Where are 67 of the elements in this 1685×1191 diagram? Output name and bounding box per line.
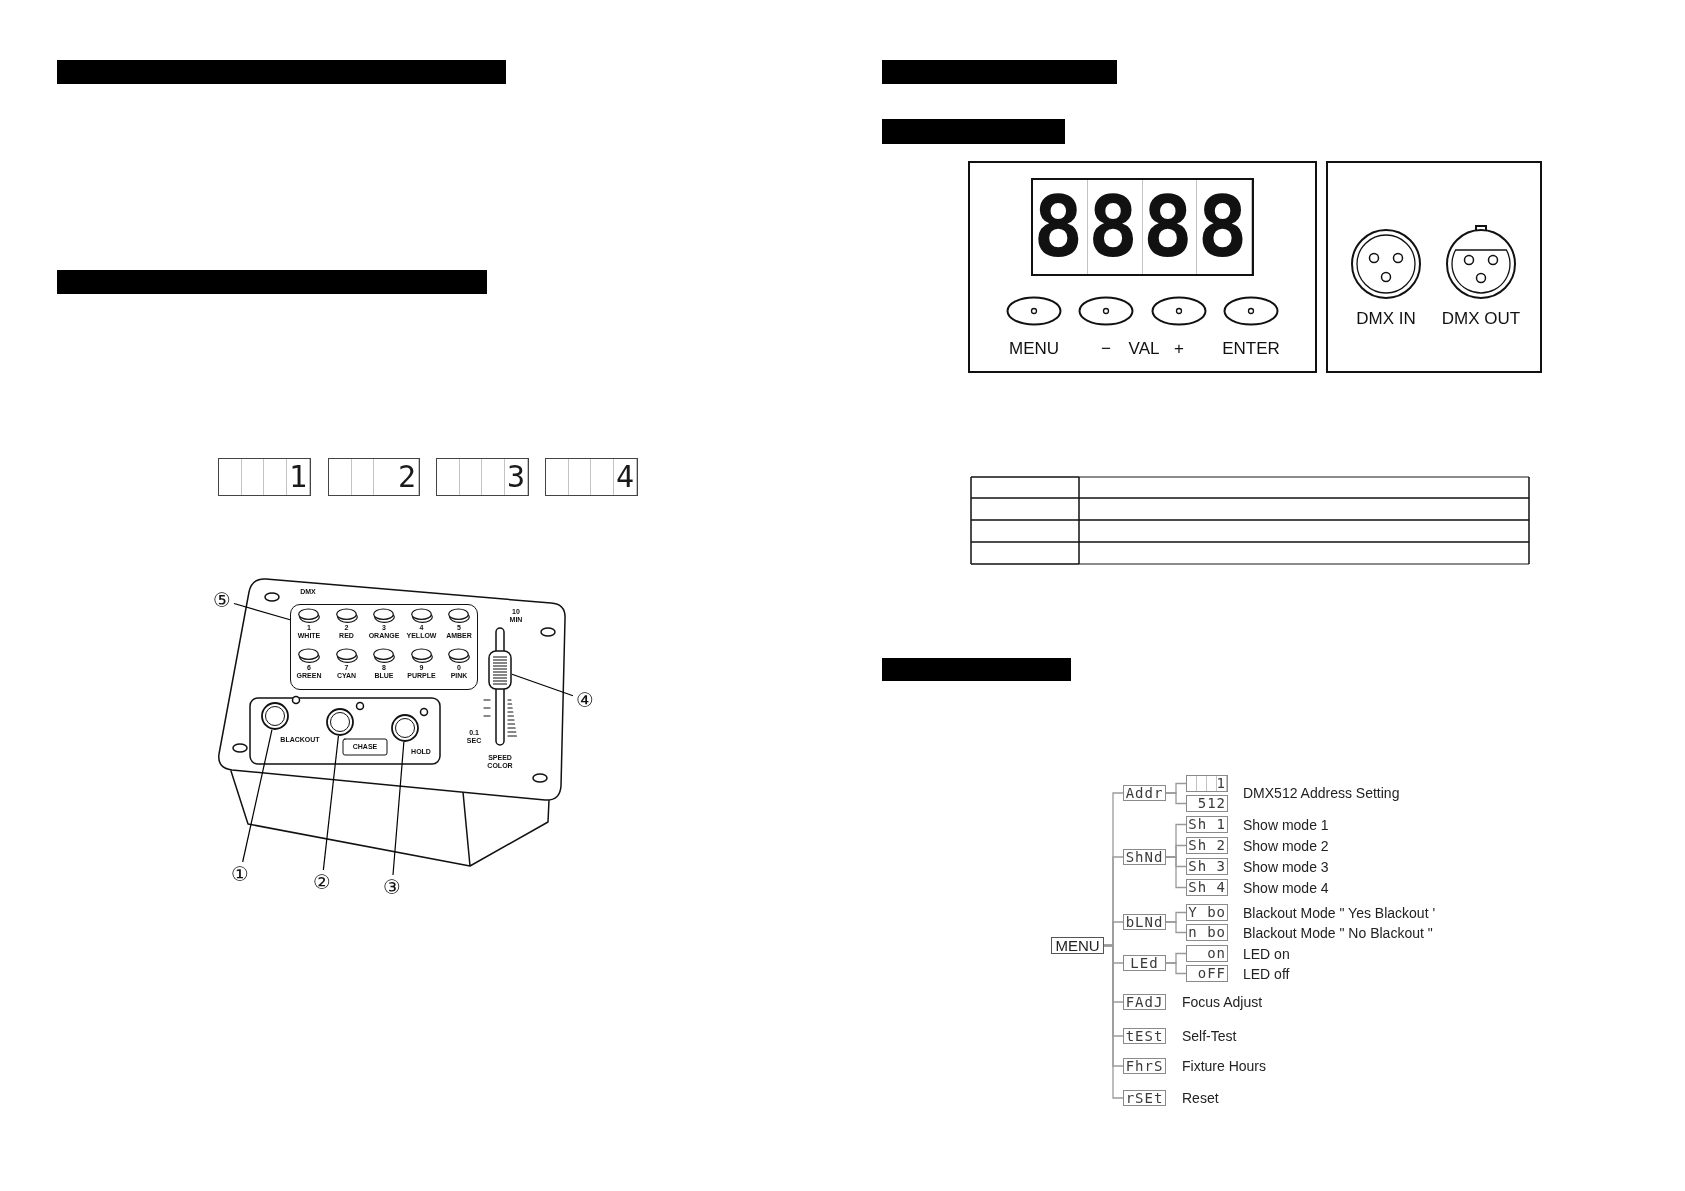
led-display: Sh 1 — [1186, 816, 1228, 833]
tree-connector — [1165, 962, 1187, 975]
connector-label: DMX IN — [1356, 309, 1416, 329]
led-display: LEd — [1123, 955, 1166, 971]
menu-description: Show mode 1 — [1243, 816, 1329, 833]
menu-description: Show mode 2 — [1243, 837, 1329, 854]
tree-connector — [1165, 921, 1187, 934]
control-panel — [968, 161, 1317, 373]
led-display: 8888 — [1031, 178, 1254, 276]
menu-description: DMX512 Address Setting — [1243, 784, 1400, 802]
led-display: Sh 4 — [1186, 879, 1228, 896]
menu-description: LED off — [1243, 965, 1290, 982]
leader-line — [322, 735, 340, 871]
menu-root: MENU — [1051, 937, 1104, 954]
led-display: 512 — [1186, 795, 1228, 812]
led-display: Sh 3 — [1186, 858, 1228, 875]
led-display: FhrS — [1123, 1058, 1166, 1074]
menu-description: Blackout Mode " Yes Blackout ' — [1243, 904, 1436, 921]
led-display: ShNd — [1123, 849, 1166, 865]
menu-description: Show mode 4 — [1243, 879, 1329, 896]
button-label: VAL — [1128, 339, 1160, 359]
led-display: oFF — [1186, 965, 1228, 982]
led-display: rSEt — [1123, 1090, 1166, 1106]
callout-number: ④ — [573, 688, 597, 712]
tree-connector — [1165, 856, 1187, 889]
heading-bar — [882, 60, 1117, 84]
button-label: MENU — [1008, 339, 1060, 359]
button-label: − — [1101, 339, 1111, 359]
heading-bar — [882, 119, 1065, 144]
led-display: 3 — [436, 458, 529, 496]
led-display: 1 — [218, 458, 311, 496]
connector-panel — [1326, 161, 1542, 373]
heading-bar — [57, 270, 487, 294]
button-label: + — [1174, 339, 1184, 359]
connector-label: DMX OUT — [1441, 309, 1521, 329]
button-label: ENTER — [1222, 339, 1280, 359]
menu-description: Blackout Mode " No Blackout " — [1243, 924, 1433, 941]
led-display: on — [1186, 945, 1228, 962]
tree-connector — [1165, 792, 1187, 805]
heading-bar — [57, 60, 506, 84]
leader-line — [242, 729, 273, 863]
tree-connector — [1103, 944, 1124, 1099]
callout-number: ① — [228, 862, 252, 886]
menu-description: Focus Adjust — [1182, 993, 1263, 1011]
menu-description: Self-Test — [1182, 1027, 1237, 1045]
menu-description: Reset — [1182, 1089, 1219, 1107]
led-display: 4 — [545, 458, 638, 496]
heading-bar — [882, 658, 1071, 681]
leader-line — [233, 602, 291, 621]
callout-number: ② — [310, 870, 334, 894]
led-display: 2 — [328, 458, 420, 496]
led-display: n bo — [1186, 924, 1228, 941]
push-button — [261, 702, 289, 730]
menu-description: Fixture Hours — [1182, 1057, 1267, 1075]
led-display: bLNd — [1123, 914, 1166, 930]
menu-description: LED on — [1243, 945, 1290, 962]
callout-number: ③ — [380, 875, 404, 899]
led-display: Y bo — [1186, 904, 1228, 921]
led-display: Addr — [1123, 785, 1166, 801]
menu-description: Show mode 3 — [1243, 858, 1329, 875]
led-display: FAdJ — [1123, 994, 1166, 1010]
leader-line — [511, 673, 574, 697]
callout-number: ⑤ — [210, 588, 234, 612]
leader-line — [392, 741, 405, 876]
led-display: tESt — [1123, 1028, 1166, 1044]
led-display: Sh 2 — [1186, 837, 1228, 854]
led-display: 1 — [1186, 775, 1228, 792]
